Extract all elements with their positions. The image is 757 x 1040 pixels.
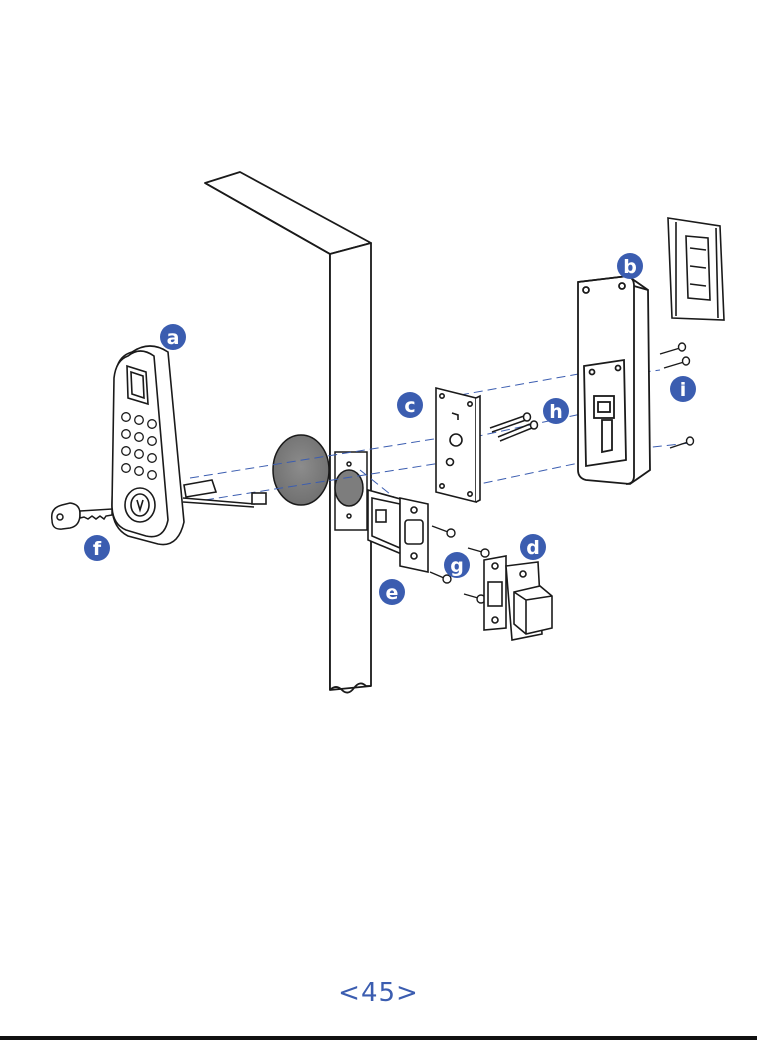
callout-g: g — [444, 552, 470, 578]
svg-text:i: i — [680, 379, 687, 401]
key — [52, 503, 112, 529]
svg-text:c: c — [404, 395, 415, 417]
callout-a: a — [160, 324, 186, 350]
svg-text:g: g — [450, 555, 464, 577]
callout-d: d — [520, 534, 546, 560]
door-bore-hole — [273, 435, 329, 505]
svg-text:d: d — [526, 537, 540, 559]
door — [205, 172, 371, 693]
mounting-plate — [436, 388, 480, 502]
interior-assembly — [578, 276, 650, 484]
callout-f: f — [84, 535, 110, 561]
svg-text:b: b — [623, 256, 637, 278]
svg-text:h: h — [549, 401, 563, 423]
callout-i: i — [670, 376, 696, 402]
battery-cover — [668, 218, 724, 320]
page-number: <45> — [0, 978, 757, 1008]
door-edge-plate — [335, 452, 367, 530]
bottom-rule — [0, 1036, 757, 1040]
callout-e: e — [379, 579, 405, 605]
callout-h: h — [543, 398, 569, 424]
svg-text:e: e — [386, 582, 399, 604]
long-screws — [490, 413, 538, 441]
svg-text:f: f — [93, 538, 102, 560]
callout-b: b — [617, 253, 643, 279]
exterior-keypad-assembly — [112, 346, 266, 545]
svg-text:a: a — [167, 327, 180, 349]
callout-c: c — [397, 392, 423, 418]
strike-plate-and-box — [484, 556, 552, 640]
latch-assembly — [368, 490, 428, 572]
